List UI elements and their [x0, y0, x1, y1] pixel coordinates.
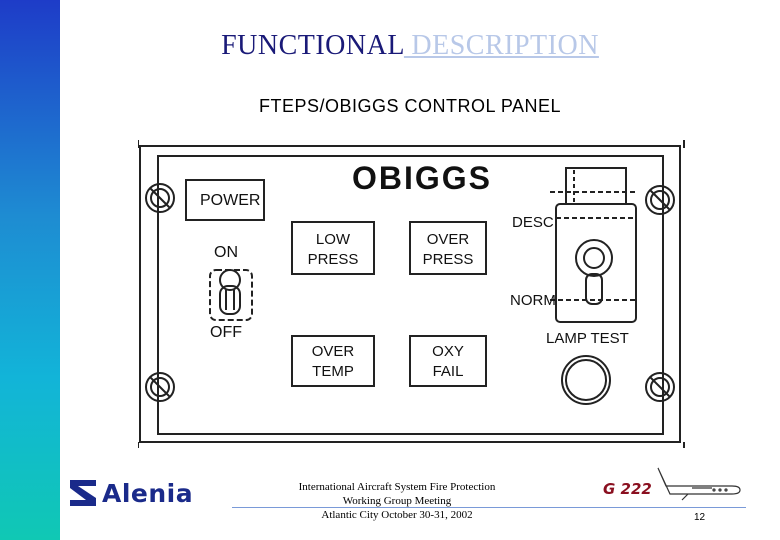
off-label: OFF — [210, 324, 242, 341]
over-press-line1: OVER — [426, 231, 470, 248]
oxy-fail-line1: OXY — [432, 343, 464, 360]
footer-line-2: Working Group Meeting — [342, 495, 452, 507]
slide-subtitle: FTEPS/OBIGGS CONTROL PANEL — [258, 96, 562, 116]
panel-name: OBIGGS — [352, 160, 493, 196]
aircraft-model: G 222 — [603, 480, 652, 498]
page-number: 12 — [694, 512, 706, 523]
slide-title: FUNCTIONAL DESCRIPTION — [60, 30, 760, 62]
panel-outline — [138, 140, 685, 448]
control-panel-drawing: OBIGGS POWER ON OFF LOW PRESS OVER PRESS… — [138, 140, 686, 450]
over-temp-line1: OVER — [311, 343, 355, 360]
norm-label: NORM — [510, 292, 556, 309]
alenia-logo-icon — [70, 480, 96, 506]
title-word-description: DESCRIPTION — [403, 30, 599, 61]
on-label: ON — [214, 244, 238, 261]
low-press-line1: LOW — [315, 231, 351, 248]
left-gradient-bar — [0, 0, 60, 540]
aircraft-icon — [657, 467, 741, 501]
over-temp-indicator: OVER TEMP — [296, 342, 370, 382]
low-press-indicator: LOW PRESS — [296, 230, 370, 270]
desc-norm-switch-guard — [550, 167, 638, 323]
over-press-indicator: OVER PRESS — [412, 230, 484, 270]
power-label: POWER — [200, 192, 261, 209]
lamp-test-label: LAMP TEST — [546, 330, 629, 347]
footer-line-1: International Aircraft System Fire Prote… — [298, 481, 496, 493]
lamp-test-button — [561, 355, 611, 405]
over-temp-line2: TEMP — [312, 363, 354, 380]
low-press-line2: PRESS — [307, 251, 359, 268]
footer-line-3: Atlantic City October 30-31, 2002 — [321, 509, 473, 521]
footer-divider — [232, 507, 746, 508]
footer-event-text: International Aircraft System Fire Prote… — [282, 480, 512, 522]
mounting-screws — [145, 183, 675, 402]
over-press-line2: PRESS — [422, 251, 474, 268]
title-word-functional: FUNCTIONAL — [221, 30, 404, 61]
oxy-fail-indicator: OXY FAIL — [412, 342, 484, 382]
indicator-boxes — [185, 179, 487, 387]
company-name: Alenia — [102, 479, 194, 508]
power-toggle-switch — [209, 269, 253, 321]
oxy-fail-line2: FAIL — [432, 363, 464, 380]
desc-label: DESC — [512, 214, 554, 231]
